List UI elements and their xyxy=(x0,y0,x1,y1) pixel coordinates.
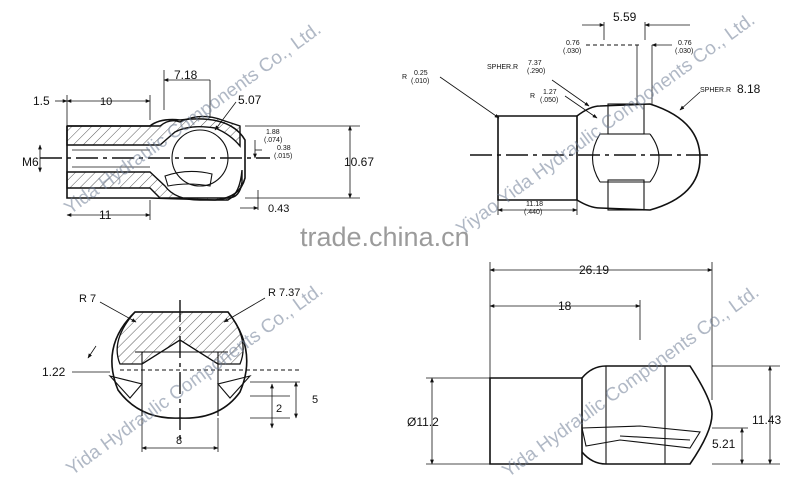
dim-dia-11-2: Ø11.2 xyxy=(407,415,439,429)
dim-5-07: 5.07 xyxy=(238,93,262,107)
dim-11: 11 xyxy=(99,208,112,222)
dim-0-38: 0.38 xyxy=(277,145,291,152)
dim-10: 10 xyxy=(100,96,112,108)
dim-11-43: 11.43 xyxy=(752,413,781,427)
view-section-side: 1.5 10 7.18 5.07 1.88 (.074) 0.38 (.015)… xyxy=(22,68,374,222)
dim-m6: M6 xyxy=(22,155,39,169)
dim-18: 18 xyxy=(558,299,572,313)
dim-11-18: 11.18 xyxy=(526,201,543,208)
body-section-lower xyxy=(66,169,243,201)
watermark-center: trade.china.cn xyxy=(300,222,470,252)
spher-r: 7.37 xyxy=(528,60,542,67)
dim-0-76-b: 0.76 xyxy=(678,40,692,47)
dim-5: 5 xyxy=(312,394,318,406)
dim-7-18: 7.18 xyxy=(174,68,198,82)
r-1-27-label: R xyxy=(530,93,535,100)
body-section-upper xyxy=(66,115,241,148)
watermark-top-left: Yida Hydraulic Components Co., Ltd. xyxy=(61,19,326,219)
view-exterior-side: 5.59 0.76 (.030) 0.76 (.030) R 0.25 (.01… xyxy=(402,10,761,216)
r-1-27-in: (.050) xyxy=(540,97,558,104)
watermark-bottom-left: Yida Hydraulic Components Co., Ltd. xyxy=(63,280,328,480)
dim-5-59: 5.59 xyxy=(613,10,637,24)
dim-1-88: 1.88 xyxy=(266,129,280,136)
dim-1-22: 1.22 xyxy=(42,365,66,379)
view-end: R 7 R 7.37 1.22 2 5 8 xyxy=(42,287,318,452)
spherr-label: SPHER.R xyxy=(700,87,731,94)
r-1-27: 1.27 xyxy=(543,89,557,96)
r7-label: R 7 xyxy=(79,293,96,305)
watermark-bottom-right: Yida Hydraulic Components Co., Ltd. xyxy=(499,282,764,482)
spher-r-label: SPHER.R xyxy=(487,64,518,71)
dim-0-76-a: 0.76 xyxy=(566,40,580,47)
dim-0-76-b-in: (.030) xyxy=(675,48,693,55)
dim-0-76-a-in: (.030) xyxy=(563,48,581,55)
dim-0-38-in: (.015) xyxy=(274,153,292,160)
dim-0-43: 0.43 xyxy=(268,203,289,215)
dim-26-19: 26.19 xyxy=(579,263,609,277)
dim-8: 8 xyxy=(176,435,182,447)
dim-10-67: 10.67 xyxy=(344,155,374,169)
r-0-25-in: (.010) xyxy=(411,78,429,85)
r-0-25-label: R xyxy=(402,74,407,81)
dim-11-18-in: (.440) xyxy=(524,209,542,216)
dim-2: 2 xyxy=(276,403,282,415)
r-0-25: 0.25 xyxy=(414,70,428,77)
dim-1-88-in: (.074) xyxy=(264,137,282,144)
r737-label: R 7.37 xyxy=(268,287,300,299)
view-exterior-top: 26.19 18 Ø11.2 11.43 5.21 xyxy=(407,262,781,465)
dim-1-5: 1.5 xyxy=(33,94,50,108)
dim-5-21: 5.21 xyxy=(712,437,736,451)
spherr-value: 8.18 xyxy=(737,82,761,96)
spher-r-in: (.290) xyxy=(527,68,545,75)
